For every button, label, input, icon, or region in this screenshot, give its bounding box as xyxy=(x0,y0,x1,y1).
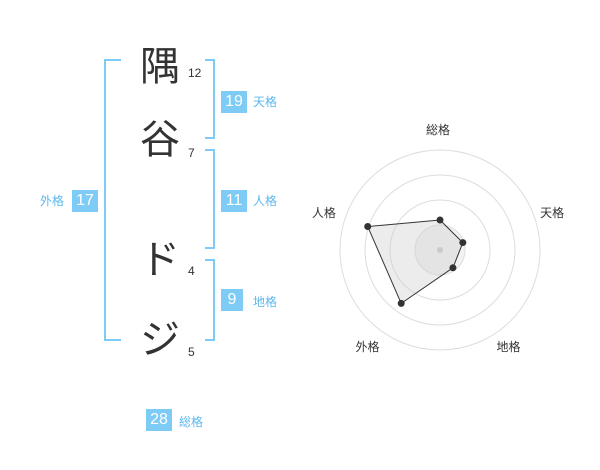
stroke-count-4: 5 xyxy=(188,345,195,359)
stroke-count-2: 7 xyxy=(188,146,195,160)
chikaku-bracket xyxy=(205,259,215,341)
tenkaku-label: 天格 xyxy=(253,95,278,109)
name-char-3: ド xyxy=(140,237,180,283)
jinkaku-value-badge: 11 xyxy=(221,190,247,212)
radar-point-1 xyxy=(459,239,467,247)
radar-point-4 xyxy=(364,223,372,231)
radar-center xyxy=(437,247,443,253)
gaikaku-bracket xyxy=(104,59,121,341)
gaikaku-value-badge: 17 xyxy=(72,190,98,212)
radar-axis-label-3: 外格 xyxy=(355,340,380,355)
radar-axis-label-1: 天格 xyxy=(540,205,565,220)
tenkaku-value-badge: 19 xyxy=(221,91,247,113)
soukaku-label: 総格 xyxy=(179,415,204,429)
soukaku-value-badge: 28 xyxy=(146,409,172,431)
radar-point-2 xyxy=(449,264,457,272)
radar-axis-label-2: 地格 xyxy=(496,340,521,355)
name-char-2: 谷 xyxy=(140,117,180,163)
radar-axis-label-4: 人格 xyxy=(311,205,336,220)
radar-series-polygon xyxy=(366,219,464,305)
stroke-count-1: 12 xyxy=(188,66,202,80)
stroke-count-3: 4 xyxy=(188,264,195,278)
gaikaku-label: 外格 xyxy=(40,194,65,208)
jinkaku-label: 人格 xyxy=(253,194,278,208)
name-char-1: 隅 xyxy=(140,44,180,90)
radar-axis-label-0: 総格 xyxy=(426,123,451,137)
radar-point-3 xyxy=(397,299,405,307)
name-char-4: ジ xyxy=(140,317,180,363)
tenkaku-bracket xyxy=(205,59,215,139)
radar-point-0 xyxy=(436,216,444,224)
chikaku-label: 地格 xyxy=(253,295,278,309)
jinkaku-bracket xyxy=(205,149,215,249)
chikaku-value-badge: 9 xyxy=(221,289,243,311)
